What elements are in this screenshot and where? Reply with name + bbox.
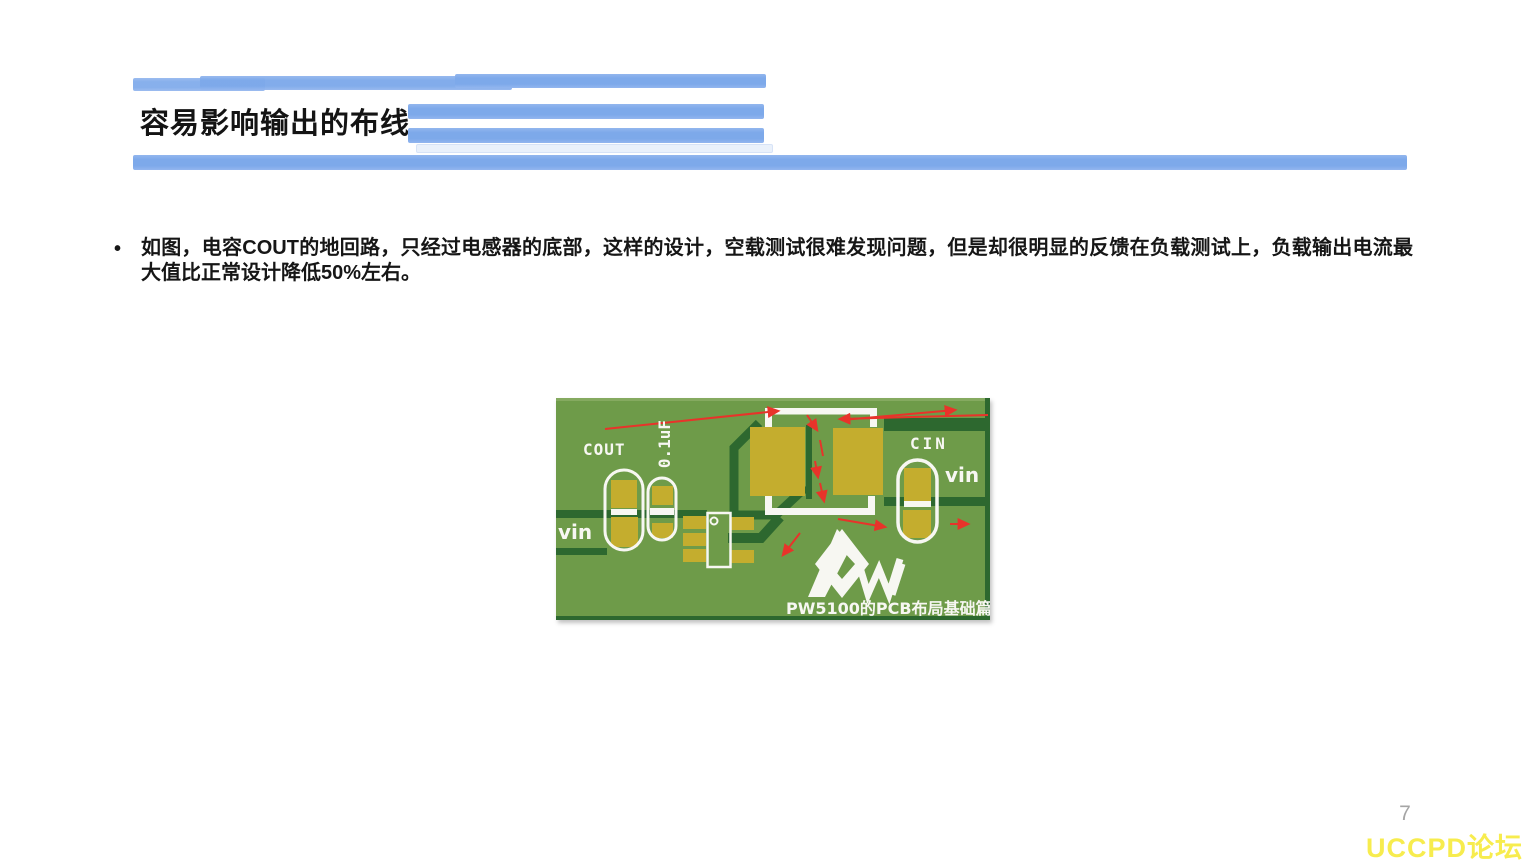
- current-path-arrows: [604, 404, 989, 558]
- page-title: 容易影响输出的布线: [140, 108, 411, 140]
- title-accent-bar-right-2: [408, 128, 764, 143]
- label-vin-left: vin: [558, 520, 592, 544]
- bullet-text: 如图，电容COUT的地回路，只经过电感器的底部，这样的设计，空载测试很难发现问题…: [141, 237, 1413, 284]
- title-divider-bar: [133, 155, 1407, 170]
- cin-capacitor: [896, 458, 939, 544]
- label-cap-value: 0.1uF: [655, 420, 674, 468]
- title-accent-bar-top-2: [200, 76, 512, 90]
- bullet-marker: •: [114, 238, 122, 260]
- title-accent-bar-top-3: [455, 74, 766, 88]
- pcb-top-edge: [556, 398, 990, 401]
- cout-capacitor: [603, 468, 645, 552]
- pcb-layout-image: COUT 0.1uF CIN vin vin PW5100的PCB布局基础篇: [556, 398, 990, 620]
- title-accent-bar-right-1: [408, 104, 764, 119]
- title-accent-bar-faint: [416, 144, 773, 153]
- label-cin: CIN: [910, 434, 948, 453]
- brand-logo: [808, 529, 906, 605]
- page-number: 7: [1399, 802, 1411, 825]
- label-cout: COUT: [583, 440, 626, 459]
- pin1-dot: [709, 516, 719, 526]
- transistor: [683, 511, 754, 569]
- bypass-capacitor: [646, 476, 678, 542]
- ic-pads: [750, 427, 883, 496]
- label-vin-right: vin: [945, 463, 979, 487]
- pcb-board: COUT 0.1uF CIN vin vin PW5100的PCB布局基础篇: [556, 398, 990, 620]
- watermark: UCCPD论坛: [1365, 833, 1523, 863]
- pcb-caption: PW5100的PCB布局基础篇: [786, 599, 990, 618]
